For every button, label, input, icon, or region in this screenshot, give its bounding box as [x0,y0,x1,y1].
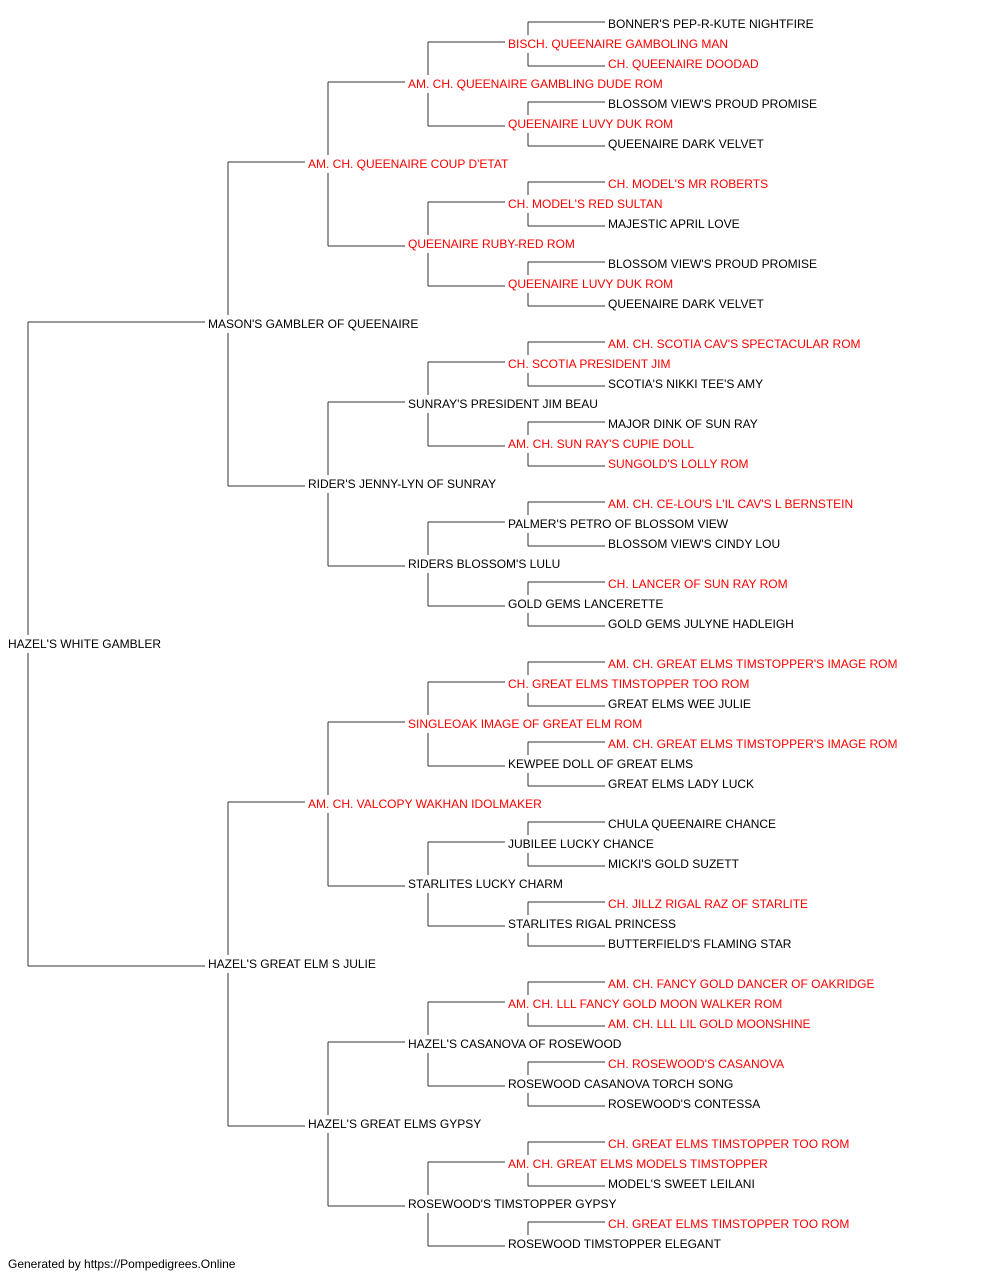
pedigree-name-sire-sire-dam-dam-sire: BLOSSOM VIEW'S PROUD PROMISE [608,257,817,271]
pedigree-name-dam-sire-dam-sire-sire: CHULA QUEENAIRE CHANCE [608,817,776,831]
pedigree-name-dam-dam-dam-sire-sire: CH. GREAT ELMS TIMSTOPPER TOO ROM [608,1137,849,1151]
pedigree-name-sire-dam-sire-sire-dam: SCOTIA'S NIKKI TEE'S AMY [608,377,763,391]
pedigree-name-sire-sire-sire-sire-sire: BONNER'S PEP-R-KUTE NIGHTFIRE [608,17,814,31]
pedigree-name-dam-sire-sire: SINGLEOAK IMAGE OF GREAT ELM ROM [408,717,642,731]
pedigree-name-dam-sire-dam-dam-dam: BUTTERFIELD'S FLAMING STAR [608,937,792,951]
generated-by-footer: Generated by https://Pompedigrees.Online [8,1257,236,1271]
pedigree-name-sire-sire-sire-dam-dam: QUEENAIRE DARK VELVET [608,137,764,151]
pedigree-name-sire-dam-sire-sire: CH. SCOTIA PRESIDENT JIM [508,357,670,371]
pedigree-name-sire-sire-sire-dam-sire: BLOSSOM VIEW'S PROUD PROMISE [608,97,817,111]
pedigree-name-sire-dam-sire-sire-sire: AM. CH. SCOTIA CAV'S SPECTACULAR ROM [608,337,861,351]
pedigree-name-dam-sire-dam-sire-dam: MICKI'S GOLD SUZETT [608,857,740,871]
pedigree-name-sire-dam-sire-dam-dam: SUNGOLD'S LOLLY ROM [608,457,749,471]
pedigree-name-sire-sire-dam-sire-sire: CH. MODEL'S MR ROBERTS [608,177,768,191]
pedigree-name-dam-sire-dam-dam: STARLITES RIGAL PRINCESS [508,917,676,931]
pedigree-name-sire-dam-sire-dam-sire: MAJOR DINK OF SUN RAY [608,417,758,431]
pedigree-name-sire-dam-dam-dam-sire: CH. LANCER OF SUN RAY ROM [608,577,788,591]
pedigree-name-dam-dam-sire: HAZEL'S CASANOVA OF ROSEWOOD [408,1037,622,1051]
pedigree-name-dam-dam-sire-dam-sire: CH. ROSEWOOD'S CASANOVA [608,1057,784,1071]
pedigree-name-sire-dam-dam-dam: GOLD GEMS LANCERETTE [508,597,663,611]
pedigree-name-dam-sire-dam-dam-sire: CH. JILLZ RIGAL RAZ OF STARLITE [608,897,808,911]
pedigree-tree: HAZEL'S WHITE GAMBLER MASON'S GAMBLER OF … [8,17,897,1250]
pedigree-name-dam-dam-sire-dam-dam: ROSEWOOD'S CONTESSA [608,1097,760,1111]
pedigree-name-sire-dam-dam: RIDERS BLOSSOM'S LULU [408,557,560,571]
pedigree-name-: HAZEL'S WHITE GAMBLER [8,637,161,651]
pedigree-name-sire: MASON'S GAMBLER OF QUEENAIRE [208,317,418,331]
pedigree-name-sire-sire: AM. CH. QUEENAIRE COUP D'ETAT [308,157,509,171]
pedigree-name-sire-dam: RIDER'S JENNY-LYN OF SUNRAY [308,477,496,491]
pedigree-name-dam-dam-dam-dam-sire: CH. GREAT ELMS TIMSTOPPER TOO ROM [608,1217,849,1231]
pedigree-name-dam-dam-sire-dam: ROSEWOOD CASANOVA TORCH SONG [508,1077,733,1091]
pedigree-name-dam-sire-sire-dam-sire: AM. CH. GREAT ELMS TIMSTOPPER'S IMAGE RO… [608,737,897,751]
pedigree-name-dam: HAZEL'S GREAT ELM S JULIE [208,957,376,971]
pedigree-name-dam-sire-sire-sire: CH. GREAT ELMS TIMSTOPPER TOO ROM [508,677,749,691]
pedigree-name-sire-dam-dam-sire-dam: BLOSSOM VIEW'S CINDY LOU [608,537,780,551]
pedigree-name-dam-dam-sire-sire-dam: AM. CH. LLL LIL GOLD MOONSHINE [608,1017,811,1031]
pedigree-name-dam-dam-dam-dam: ROSEWOOD TIMSTOPPER ELEGANT [508,1237,722,1250]
pedigree-name-dam-dam-dam-sire-dam: MODEL'S SWEET LEILANI [608,1177,755,1191]
pedigree-name-dam-sire-sire-sire-sire: AM. CH. GREAT ELMS TIMSTOPPER'S IMAGE RO… [608,657,897,671]
pedigree-name-sire-sire-sire-sire: BISCH. QUEENAIRE GAMBOLING MAN [508,37,728,51]
pedigree-name-sire-dam-sire-dam: AM. CH. SUN RAY'S CUPIE DOLL [508,437,694,451]
pedigree-name-sire-sire-dam-dam: QUEENAIRE LUVY DUK ROM [508,277,673,291]
pedigree-name-sire-dam-dam-dam-dam: GOLD GEMS JULYNE HADLEIGH [608,617,794,631]
pedigree-name-dam-dam-sire-sire: AM. CH. LLL FANCY GOLD MOON WALKER ROM [508,997,782,1011]
pedigree-name-sire-sire-sire-sire-dam: CH. QUEENAIRE DOODAD [608,57,759,71]
pedigree-name-sire-dam-dam-sire-sire: AM. CH. CE-LOU'S L'IL CAV'S L BERNSTEIN [608,497,853,511]
pedigree-name-sire-sire-dam-sire: CH. MODEL'S RED SULTAN [508,197,663,211]
pedigree-name-sire-sire-dam: QUEENAIRE RUBY-RED ROM [408,237,575,251]
pedigree-name-dam-sire: AM. CH. VALCOPY WAKHAN IDOLMAKER [308,797,542,811]
pedigree-name-sire-dam-dam-sire: PALMER'S PETRO OF BLOSSOM VIEW [508,517,729,531]
pedigree-name-dam-dam: HAZEL'S GREAT ELMS GYPSY [308,1117,481,1131]
pedigree-name-sire-sire-sire-dam: QUEENAIRE LUVY DUK ROM [508,117,673,131]
pedigree-name-dam-dam-sire-sire-sire: AM. CH. FANCY GOLD DANCER OF OAKRIDGE [608,977,874,991]
pedigree-name-sire-sire-sire: AM. CH. QUEENAIRE GAMBLING DUDE ROM [408,77,663,91]
pedigree-name-sire-sire-dam-sire-dam: MAJESTIC APRIL LOVE [608,217,740,231]
pedigree-name-dam-sire-dam-sire: JUBILEE LUCKY CHANCE [508,837,654,851]
pedigree-name-dam-dam-dam: ROSEWOOD'S TIMSTOPPER GYPSY [408,1197,617,1211]
pedigree-name-sire-dam-sire: SUNRAY'S PRESIDENT JIM BEAU [408,397,598,411]
pedigree-name-dam-sire-dam: STARLITES LUCKY CHARM [408,877,563,891]
pedigree-name-dam-sire-sire-dam: KEWPEE DOLL OF GREAT ELMS [508,757,693,771]
pedigree-name-dam-sire-sire-sire-dam: GREAT ELMS WEE JULIE [608,697,751,711]
pedigree-name-sire-sire-dam-dam-dam: QUEENAIRE DARK VELVET [608,297,764,311]
pedigree-name-dam-sire-sire-dam-dam: GREAT ELMS LADY LUCK [608,777,754,791]
pedigree-name-dam-dam-dam-sire: AM. CH. GREAT ELMS MODELS TIMSTOPPER [508,1157,768,1171]
